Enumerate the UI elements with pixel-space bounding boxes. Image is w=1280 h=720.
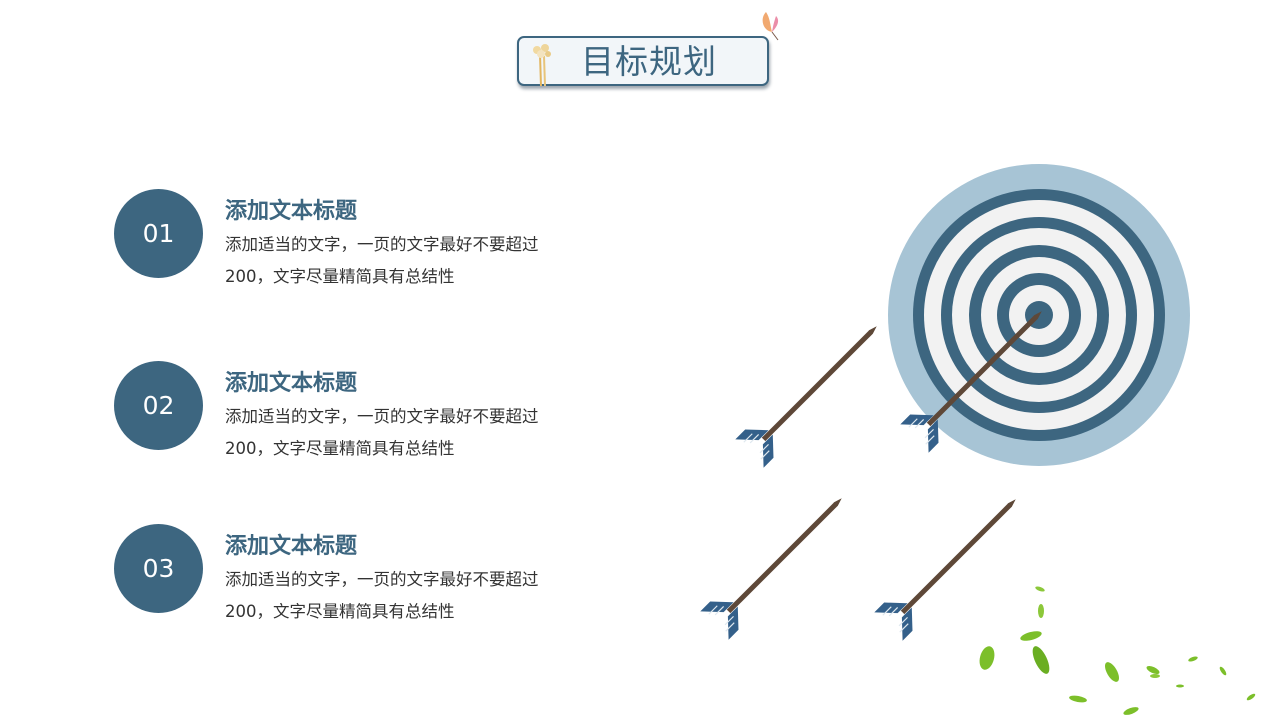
goal-item-1: 01 添加文本标题 添加适当的文字，一页的文字最好不要超过200，文字尽量精简具…	[114, 189, 594, 289]
number-badge: 02	[114, 361, 203, 450]
arrow-icon-1	[734, 311, 892, 469]
arrow-icon-2	[699, 483, 857, 641]
item-title: 添加文本标题	[225, 199, 358, 224]
item-title: 添加文本标题	[225, 534, 358, 559]
number-badge: 03	[114, 524, 203, 613]
number-badge: 01	[114, 189, 203, 278]
goal-item-2: 02 添加文本标题 添加适当的文字，一页的文字最好不要超过200，文字尽量精简具…	[114, 361, 594, 461]
item-description: 添加适当的文字，一页的文字最好不要超过200，文字尽量精简具有总结性	[225, 570, 539, 621]
item-description: 添加适当的文字，一页的文字最好不要超过200，文字尽量精简具有总结性	[225, 407, 539, 458]
item-description: 添加适当的文字，一页的文字最好不要超过200，文字尽量精简具有总结性	[225, 235, 539, 286]
goal-item-3: 03 添加文本标题 添加适当的文字，一页的文字最好不要超过200，文字尽量精简具…	[114, 524, 594, 624]
butterfly-icon	[762, 12, 779, 41]
item-title: 添加文本标题	[225, 371, 358, 396]
slide-title-box: 目标规划	[517, 36, 769, 86]
leaves-decoration	[979, 586, 1256, 715]
flower-icon	[533, 44, 551, 86]
arrow-icon-3	[873, 484, 1031, 642]
page-title: 目标规划	[581, 42, 717, 81]
